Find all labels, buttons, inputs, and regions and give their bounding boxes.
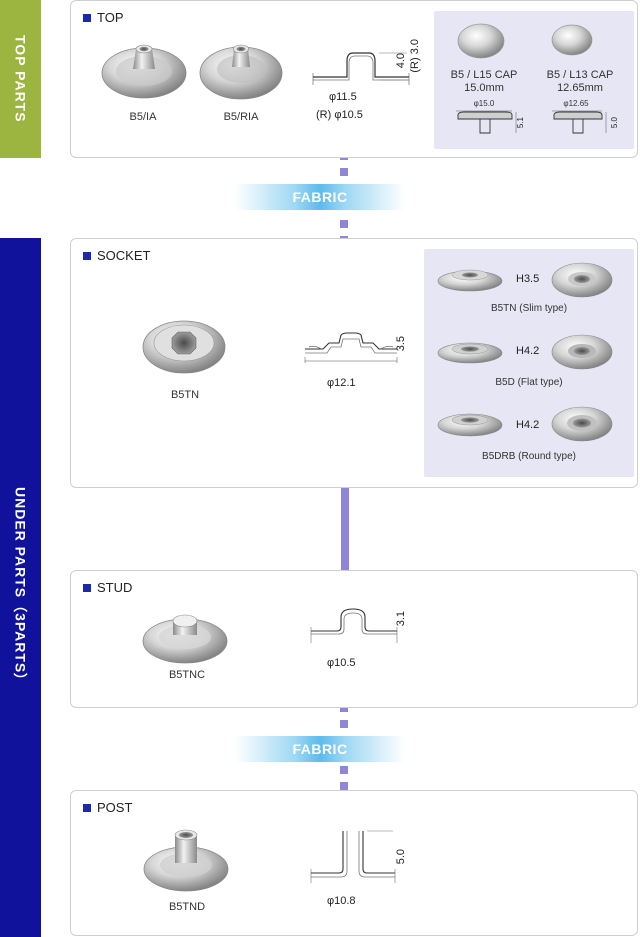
socket-height-dimension: 3.5 xyxy=(395,336,407,352)
l15-cap-image xyxy=(457,23,505,59)
b5tnd-label: B5TND xyxy=(168,901,206,913)
b5tn-height: H3.5 xyxy=(516,273,540,285)
socket-width-dimension: φ12.1 xyxy=(327,377,356,389)
fabric-band-lower: FABRIC xyxy=(235,736,405,762)
socket-stud-double-arrow xyxy=(331,408,359,596)
socket-cross-section-drawing xyxy=(304,332,398,363)
bullet-square-icon xyxy=(83,583,91,592)
top-panel: TOP B5/IA B5/RIA 4.0 (R) 3.0 φ11.5 (R) φ… xyxy=(70,0,638,158)
b5-ria-part-image xyxy=(199,44,283,100)
b5-ria-label: B5/RIA xyxy=(223,111,259,123)
b5-ia-label: B5/IA xyxy=(129,111,157,123)
post-height-dimension: 5.0 xyxy=(395,849,407,865)
socket-panel-title: SOCKET xyxy=(83,248,150,263)
bullet-square-icon xyxy=(83,803,91,812)
l13-cap-height: 5.0 xyxy=(610,117,619,129)
stud-panel-title: STUD xyxy=(83,580,132,595)
top-width-r-dimension: (R) φ10.5 xyxy=(316,109,363,121)
bullet-square-icon xyxy=(83,251,91,260)
bullet-square-icon xyxy=(83,13,91,22)
b5drb-round-name: B5DRB (Round type) xyxy=(482,451,576,462)
top-caps-panel: B5 / L15 CAP 15.0mm B5 / L13 CAP 12.65mm… xyxy=(434,11,634,149)
stud-height-dimension: 3.1 xyxy=(395,611,407,627)
b5tn-slim-top-image xyxy=(551,262,613,298)
l13-cap-name: B5 / L13 CAP xyxy=(546,69,614,81)
stud-panel: STUD B5TNC 3.1 φ10.5 xyxy=(70,570,638,708)
b5d-flat-top-image xyxy=(551,334,613,370)
b5tnc-stud-image xyxy=(142,614,228,664)
b5tn-slim-side-image xyxy=(437,269,503,292)
under-parts-side-label: UNDER PARTS（3PARTS） xyxy=(0,238,41,937)
l15-cap-height: 5.1 xyxy=(516,117,525,129)
socket-panel: SOCKET B5TN 3.5 φ12.1 H3.5 B5TN (Slim ty… xyxy=(70,238,638,488)
b5tn-socket-image xyxy=(142,320,226,374)
b5drb-round-top-image xyxy=(551,406,613,442)
l15-cap-size: 15.0mm xyxy=(464,82,504,94)
b5tn-label: B5TN xyxy=(170,389,200,401)
b5-ia-part-image xyxy=(101,44,187,99)
stud-cross-section-drawing xyxy=(310,608,398,643)
b5tn-slim-name: B5TN (Slim type) xyxy=(490,303,568,314)
stud-width-dimension: φ10.5 xyxy=(327,657,356,669)
top-cross-section-drawing xyxy=(312,52,410,85)
post-cross-section-drawing xyxy=(310,830,396,883)
l13-cap-diameter: φ12.65 xyxy=(563,99,589,108)
post-width-dimension: φ10.8 xyxy=(327,895,356,907)
l15-cap-name: B5 / L15 CAP xyxy=(450,69,518,81)
l15-cap-diameter: φ15.0 xyxy=(473,99,495,108)
fabric-band-upper: FABRIC xyxy=(235,184,405,210)
post-panel: POST B5TND 5.0 φ10.8 xyxy=(70,790,638,936)
l13-cap-image xyxy=(551,24,593,56)
top-parts-side-label: TOP PARTS xyxy=(0,0,41,158)
socket-variants-panel: H3.5 B5TN (Slim type) H4.2 B5D (Flat typ… xyxy=(424,249,634,477)
post-panel-title: POST xyxy=(83,800,132,815)
b5drb-height: H4.2 xyxy=(516,419,540,431)
top-width-dimension: φ11.5 xyxy=(329,91,357,103)
b5drb-round-side-image xyxy=(437,413,503,437)
l13-cap-size: 12.65mm xyxy=(557,82,603,94)
b5d-flat-side-image xyxy=(437,342,503,364)
l13-cap-section-drawing xyxy=(552,110,607,134)
b5d-height: H4.2 xyxy=(516,345,540,357)
top-panel-title: TOP xyxy=(83,10,124,25)
b5tnd-post-image xyxy=(143,829,229,892)
top-height-r-dimension: (R) 3.0 xyxy=(409,39,421,73)
l15-cap-section-drawing xyxy=(456,110,517,134)
b5d-flat-name: B5D (Flat type) xyxy=(495,377,563,388)
top-height-dimension: 4.0 xyxy=(395,53,407,69)
b5tnc-label: B5TNC xyxy=(168,669,206,681)
